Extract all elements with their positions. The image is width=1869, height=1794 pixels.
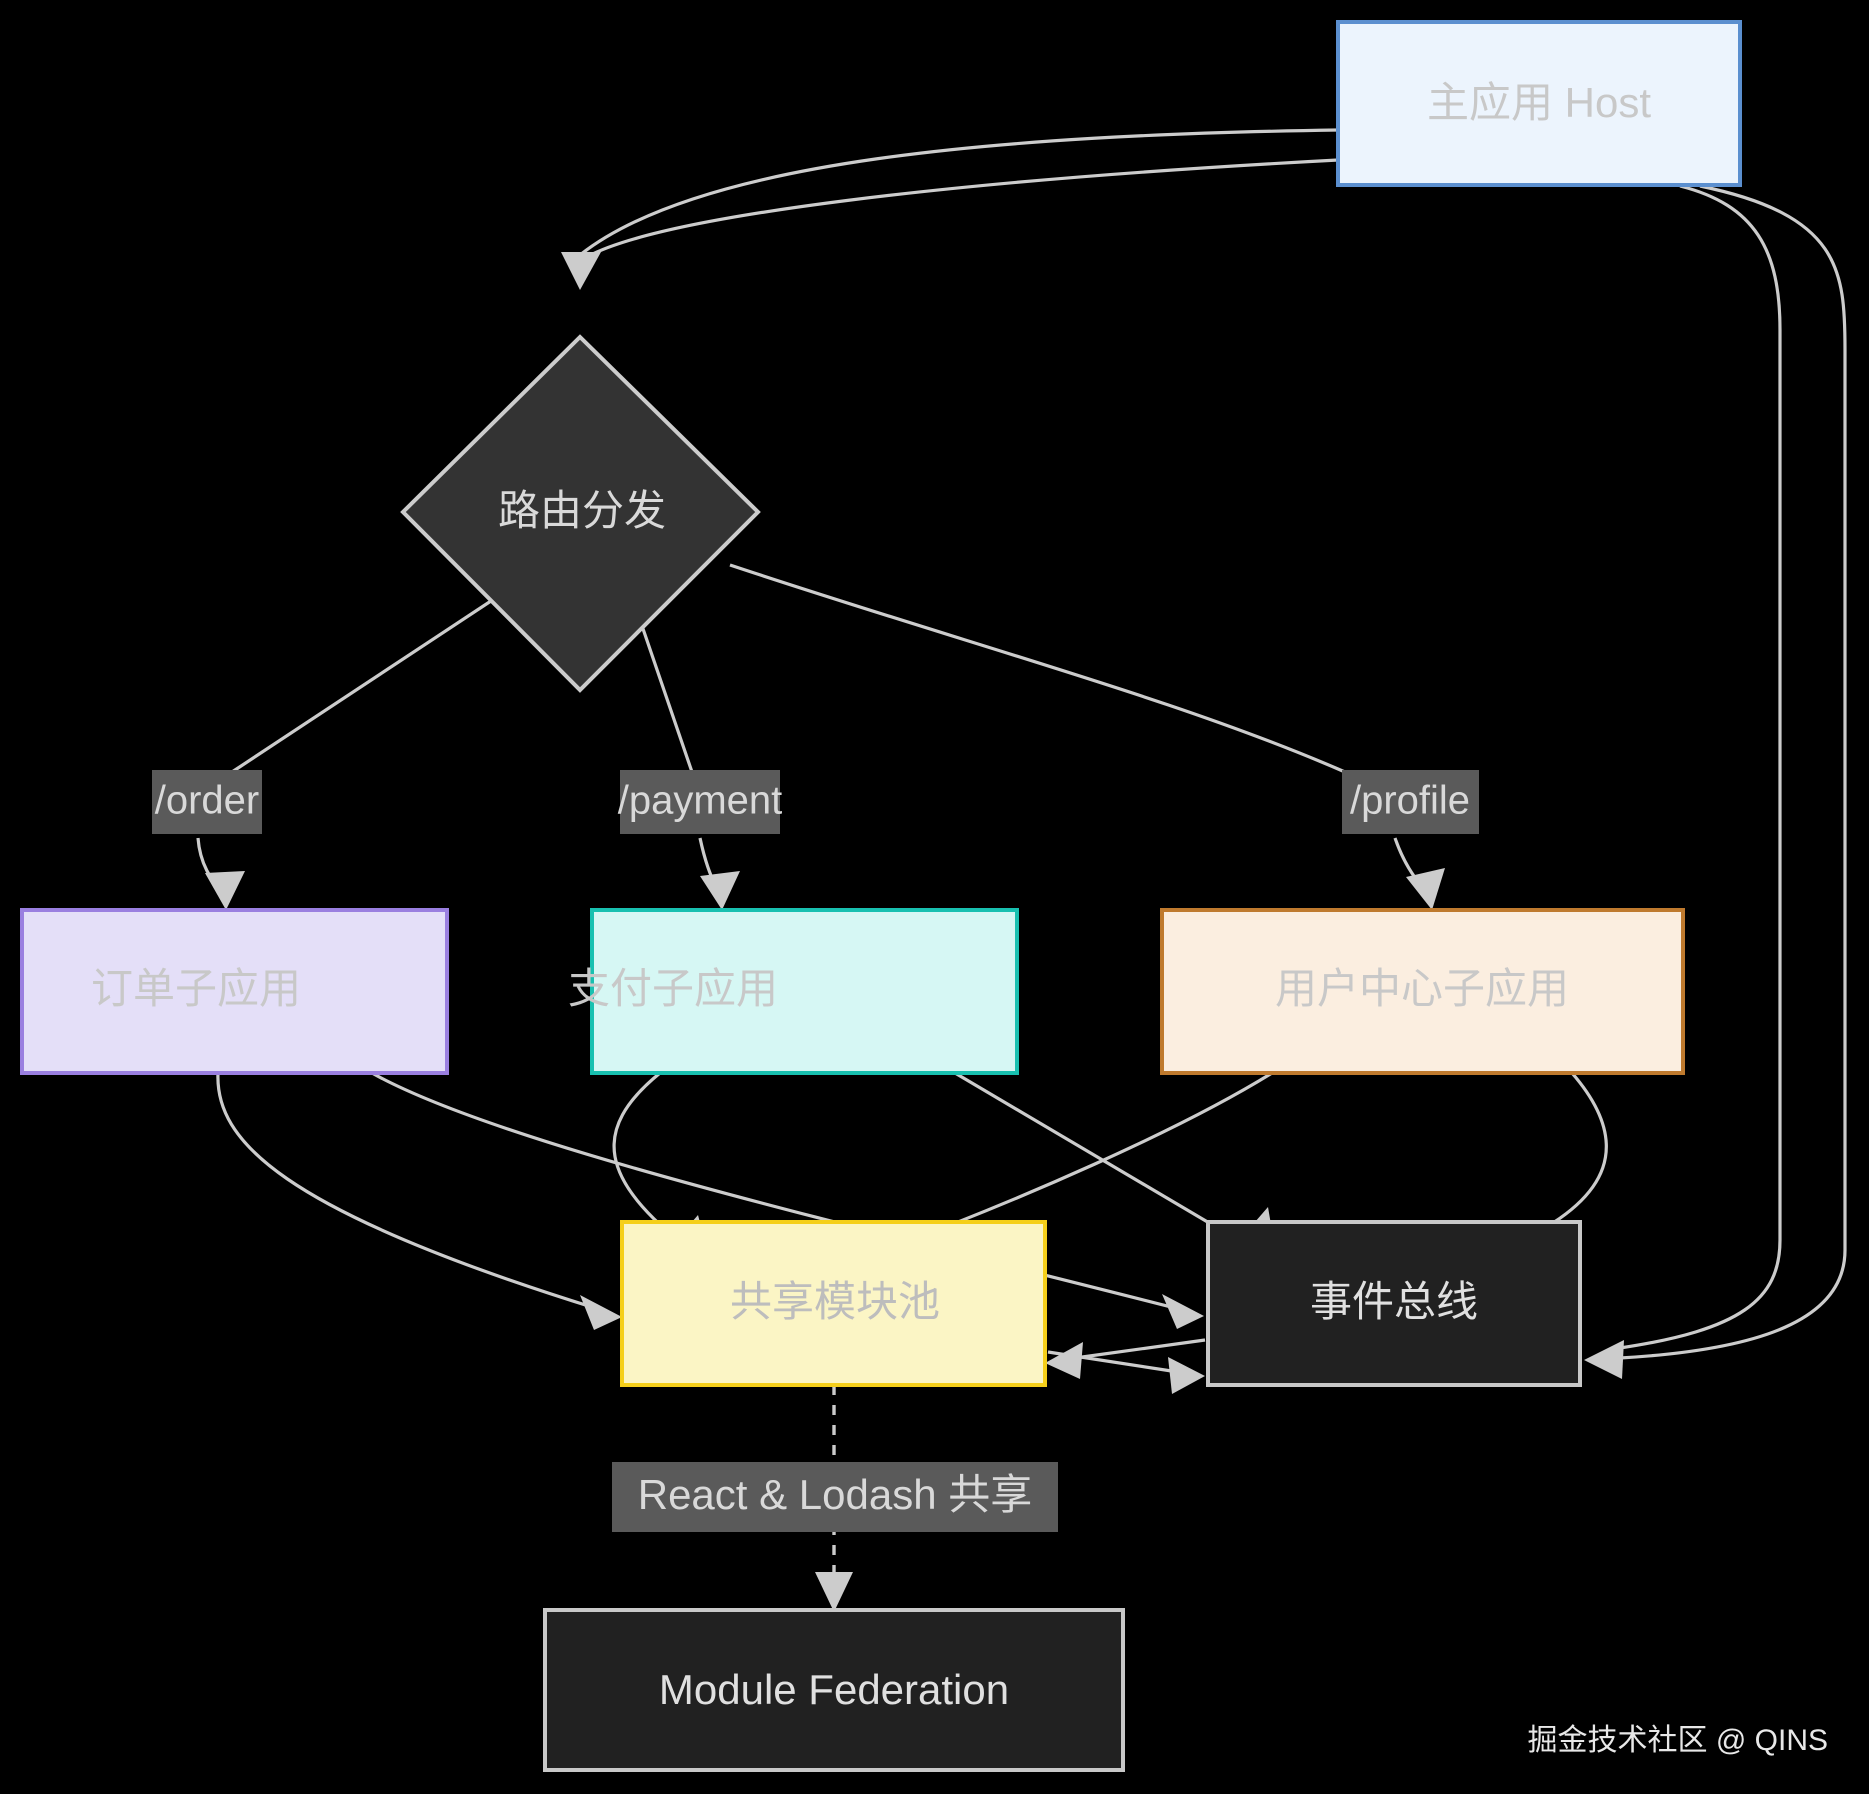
node-router[interactable]: 路由分发 — [400, 334, 761, 693]
arrowhead-order — [205, 871, 245, 910]
node-eventbus-box[interactable] — [1206, 1220, 1582, 1387]
edge-label-order-route-text: /order — [155, 779, 260, 823]
edge-label-profile-route-text: /profile — [1350, 779, 1470, 823]
node-event-bus[interactable]: 事件总线 — [1206, 1220, 1582, 1387]
edge-router-payment — [638, 619, 740, 910]
edge-label-shared-libs-bg — [612, 1462, 1058, 1532]
edge-label-order-route: /order — [152, 770, 262, 834]
node-order-box[interactable] — [20, 908, 449, 1075]
edge-label-order-route-bg — [152, 770, 262, 834]
arrowhead-shared-to-eventbus — [1168, 1357, 1205, 1394]
node-order[interactable]: 订单子应用 — [20, 908, 449, 1075]
node-payment-box[interactable] — [590, 908, 1019, 1075]
node-order-label: 订单子应用 — [91, 965, 301, 1012]
edge-host-to-router — [561, 128, 1339, 290]
edge-router-profile — [729, 563, 1445, 910]
edge-host-to-eventbus — [1584, 184, 1847, 1379]
edge-label-profile-route-bg — [1342, 770, 1479, 834]
edge-label-payment-route-text: /payment — [618, 779, 783, 823]
node-shared-box[interactable] — [620, 1220, 1047, 1387]
arrowhead-router — [561, 252, 601, 290]
node-profile-label: 用户中心子应用 — [1275, 965, 1569, 1012]
arrowhead-host-eventbus — [1584, 1340, 1624, 1379]
edge-router-order — [196, 595, 498, 910]
node-module-federation[interactable]: Module Federation — [543, 1608, 1125, 1772]
node-profile[interactable]: 用户中心子应用 — [1160, 908, 1685, 1075]
arrowhead-federation — [815, 1572, 853, 1612]
node-host-label: 主应用 Host — [1427, 79, 1651, 126]
node-router-label: 路由分发 — [498, 487, 666, 534]
node-router-diamond[interactable] — [400, 334, 761, 693]
edge-label-profile-route: /profile — [1342, 770, 1479, 834]
node-shared-label: 共享模块池 — [730, 1278, 940, 1325]
node-host-box[interactable] — [1336, 20, 1742, 187]
edge-eventbus-to-shared — [1045, 1338, 1206, 1379]
edge-label-shared-libs-text: React & Lodash 共享 — [638, 1471, 1033, 1518]
node-federation-box[interactable] — [543, 1608, 1125, 1772]
node-federation-label: Module Federation — [659, 1666, 1009, 1713]
node-host[interactable]: 主应用 Host — [1336, 20, 1742, 187]
arrowhead-eventbus-to-shared — [1045, 1342, 1083, 1379]
node-profile-box[interactable] — [1160, 908, 1685, 1075]
arrowhead-order-eventbus — [1162, 1294, 1204, 1329]
arrowhead-order-shared — [580, 1295, 622, 1330]
edge-label-payment-route-bg — [620, 770, 780, 834]
edge-order-shared — [216, 1072, 622, 1330]
arrowhead-profile — [1406, 868, 1445, 910]
node-eventbus-label: 事件总线 — [1310, 1278, 1478, 1325]
node-payment-label: 支付子应用 — [568, 965, 778, 1012]
watermark: 掘金技术社区 @ QINS — [1528, 1724, 1828, 1757]
node-payment[interactable]: 支付子应用 — [568, 908, 1019, 1075]
edge-label-payment-route: /payment — [618, 770, 783, 834]
edge-label-shared-libs: React & Lodash 共享 — [612, 1462, 1058, 1532]
arrowhead-payment — [700, 871, 740, 910]
node-shared-module-pool[interactable]: 共享模块池 — [620, 1220, 1047, 1387]
